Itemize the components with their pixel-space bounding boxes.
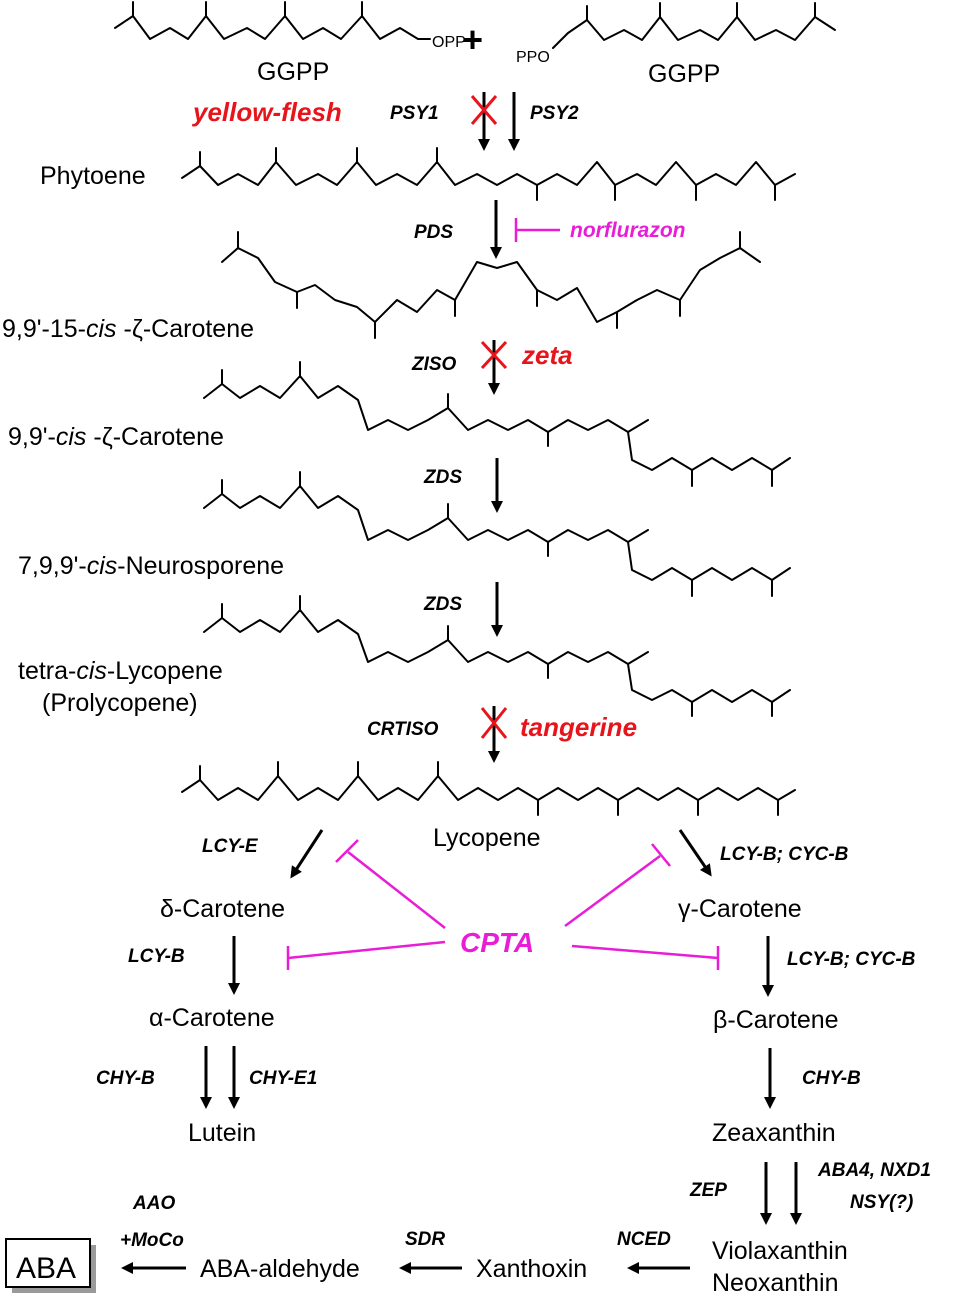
ziso-enzyme-label: ZISO [411, 354, 457, 375]
neurosporene-label: 7,9,9'-cis-Neurosporene [18, 552, 284, 580]
aba4-nxd1-enzyme-label: ABA4, NXD1 [817, 1160, 931, 1181]
cpta-inhibitor-label: CPTA [460, 927, 534, 958]
chy-e1-enzyme-label: CHY-E1 [249, 1068, 317, 1089]
ggpp-left-structure [114, 15, 431, 40]
cpta-to-lcy-b-cyc-b-1-bar [651, 843, 671, 867]
lycopene-structure [181, 775, 796, 801]
zep-enzyme-label: ZEP [689, 1180, 727, 1201]
lcy-e-arrow [290, 829, 324, 879]
plus-sign: + [462, 19, 483, 60]
ggpp-right-label: GGPP [648, 60, 720, 88]
cpta-to-lcy-b-cyc-b-1-line [564, 854, 661, 928]
lcy-e-enzyme-label: LCY-E [202, 836, 259, 857]
zds-enzyme-label-2: ZDS [423, 594, 462, 615]
zeta9-branch [627, 419, 649, 433]
prolycopene-branch [627, 651, 649, 665]
yellow-flesh-block-x [470, 95, 498, 125]
aba-label: ABA [16, 1252, 76, 1285]
zeta9-structure [203, 375, 791, 471]
zeta15-carotene-label: 9,9'-15-cis -ζ-Carotene [2, 315, 254, 343]
prolycopene-structure [203, 609, 791, 703]
norflurazon-inhibitor-label: norflurazon [570, 219, 686, 242]
aba-box [5, 1238, 91, 1288]
phytoene-label: Phytoene [40, 162, 146, 190]
zeaxanthin-label: Zeaxanthin [712, 1119, 836, 1147]
zds-enzyme-label-1: ZDS [423, 467, 462, 488]
violaxanthin-label: Violaxanthin [712, 1237, 848, 1265]
gamma-carotene-label: γ-Carotene [678, 895, 802, 923]
ggpp-left-label: GGPP [257, 58, 329, 86]
ppo-label: PPO [516, 49, 550, 66]
prolycopene-label: tetra-cis-Lycopene [18, 657, 223, 685]
xanthoxin-label: Xanthoxin [476, 1255, 587, 1283]
alpha-carotene-label: α-Carotene [149, 1004, 275, 1032]
delta-carotene-label: δ-Carotene [160, 895, 285, 923]
prolycopene-alt-name: (Prolycopene) [42, 689, 198, 717]
aba-aldehyde-label: ABA-aldehyde [200, 1255, 360, 1283]
aao-enzyme-label: AAO [132, 1193, 175, 1214]
sdr-enzyme-label: SDR [405, 1229, 445, 1250]
cpta-to-lcy-b-cyc-b-2-line [571, 944, 719, 960]
lutein-label: Lutein [188, 1119, 256, 1147]
beta-carotene-label: β-Carotene [713, 1006, 839, 1034]
lycopene-label: Lycopene [433, 824, 541, 852]
neurosporene-structure [203, 485, 791, 581]
lcy-b-enzyme-label: LCY-B [128, 946, 185, 967]
psy2-enzyme-label: PSY2 [530, 103, 579, 124]
nced-enzyme-label: NCED [617, 1229, 671, 1250]
psy1-enzyme-label: PSY1 [390, 103, 439, 124]
tangerine-block-x [480, 707, 508, 739]
nsy-enzyme-label: NSY(?) [850, 1192, 913, 1213]
zeta-block-x [480, 340, 508, 370]
neurosporene-branch [627, 529, 649, 543]
chy-b-enzyme-label-left: CHY-B [96, 1068, 155, 1089]
tangerine-mutant-label: tangerine [520, 712, 637, 742]
moco-cofactor-label: +MoCo [120, 1230, 184, 1251]
neoxanthin-label: Neoxanthin [712, 1269, 838, 1297]
lcy-b-cyc-b-enzyme-label-2: LCY-B; CYC-B [787, 949, 916, 970]
ggpp-right-structure [552, 16, 836, 49]
cpta-to-lcy-b-line [287, 940, 446, 960]
lcy-b-cyc-b-arrow-1 [678, 829, 712, 877]
zeta-mutant-label: zeta [521, 340, 573, 370]
pds-enzyme-label: PDS [414, 222, 453, 243]
opp-label: OPP [432, 34, 466, 51]
lcy-b-cyc-b-enzyme-label-1: LCY-B; CYC-B [720, 844, 849, 865]
yellow-flesh-mutant-label: yellow-flesh [191, 97, 342, 127]
chy-b-enzyme-label-right: CHY-B [802, 1068, 861, 1089]
zeta15-structure [221, 247, 761, 323]
zeta9-carotene-label: 9,9'-cis -ζ-Carotene [8, 423, 224, 451]
phytoene-structure [181, 161, 796, 186]
cpta-to-lcy-e-line [347, 851, 446, 929]
cpta-to-lcy-e-bar [335, 839, 359, 863]
crtiso-enzyme-label: CRTISO [367, 719, 439, 740]
